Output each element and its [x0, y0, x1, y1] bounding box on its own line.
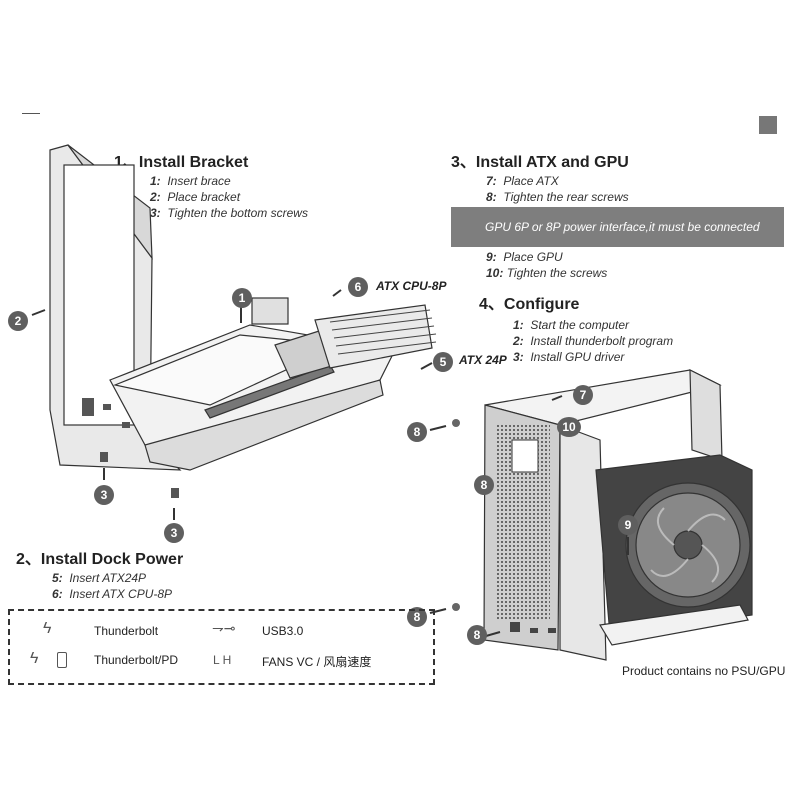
section-4-title: 4、Configure — [479, 296, 580, 313]
callout-2: 2 — [8, 311, 28, 331]
step-1-1: 1: Insert brace — [150, 174, 231, 188]
step-4-3: 3: Install GPU driver — [513, 350, 625, 364]
corner-mark — [22, 113, 40, 114]
step-3-8: 8: Tighten the rear screws — [486, 190, 629, 204]
callout-8b: 8 — [474, 475, 494, 495]
corner-square — [759, 116, 777, 134]
product-note: Product contains no PSU/GPU — [622, 664, 786, 678]
step-2-5: 5: Insert ATX24P — [52, 571, 147, 585]
legend-thunderbolt-pd: Thunderbolt/PD — [94, 653, 179, 667]
step-1-3: 3: Tighten the bottom screws — [150, 206, 308, 220]
legend-thunderbolt: Thunderbolt — [94, 624, 159, 638]
gpu-power-banner: GPU 6P or 8P power interface,it must be … — [451, 207, 784, 247]
callout-7: 7 — [573, 385, 593, 405]
legend-lh: L H — [213, 653, 232, 667]
usb-icon: ⇁⊸ — [212, 620, 236, 636]
legend-usb: USB3.0 — [262, 624, 304, 638]
callout-8d: 8 — [467, 625, 487, 645]
step-1-2: 2: Place bracket — [150, 190, 241, 204]
callout-3a: 3 — [94, 485, 114, 505]
step-4-1: 1: Start the computer — [513, 318, 630, 332]
label-atx-cpu: ATX CPU-8P — [376, 279, 447, 293]
callout-8c: 8 — [407, 607, 427, 627]
section-2-title: 2、Install Dock Power — [16, 551, 184, 568]
step-4-2: 2: Install thunderbolt program — [513, 334, 674, 348]
step-2-6: 6: Insert ATX CPU-8P — [52, 587, 173, 601]
step-3-9: 9: Place GPU — [486, 250, 563, 264]
callout-10: 10 — [557, 417, 581, 437]
battery-icon — [57, 652, 67, 668]
step-3-10: 10: Tighten the screws — [486, 266, 608, 280]
callout-1: 1 — [232, 288, 252, 308]
callout-5: 5 — [433, 352, 453, 372]
section-1-title: 1、Install Bracket — [114, 154, 249, 171]
lightning-icon: ϟ — [43, 620, 52, 637]
callout-8a: 8 — [407, 422, 427, 442]
legend-box: ϟ Thunderbolt ⇁⊸ USB3.0 ϟ Thunderbolt/PD… — [8, 609, 435, 685]
callout-3b: 3 — [164, 523, 184, 543]
callout-6: 6 — [348, 277, 368, 297]
callout-9: 9 — [618, 515, 638, 535]
label-atx24: ATX 24P — [459, 353, 507, 367]
legend-fans: FANS VC / 风扇速度 — [262, 655, 372, 669]
lightning-icon: ϟ — [30, 650, 39, 667]
section-3-title: 3、Install ATX and GPU — [451, 154, 629, 171]
step-3-7: 7: Place ATX — [486, 174, 559, 188]
